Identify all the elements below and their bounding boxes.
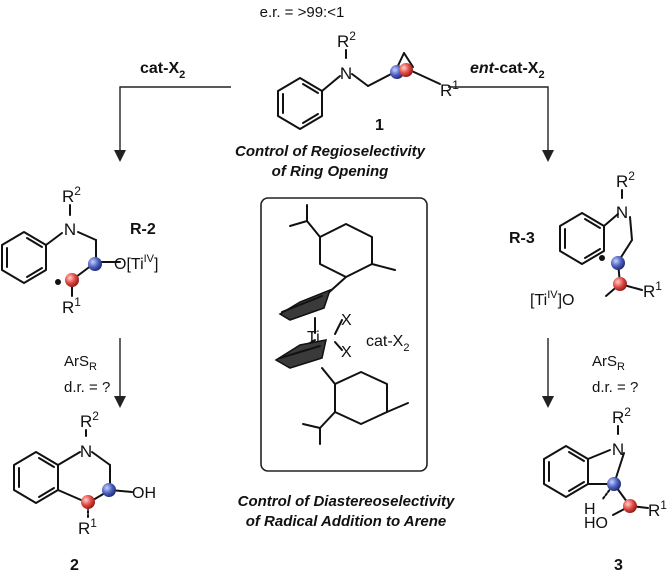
intermediate-left-label: R-2: [130, 221, 156, 238]
compound-3-h: H: [584, 501, 596, 518]
reagent-right: ArSR: [592, 353, 625, 373]
compound-3-label: 3: [614, 557, 623, 574]
blue-stereocenter: [88, 257, 102, 271]
compound-2-r2: R2: [80, 409, 99, 431]
compound-3-n: N: [612, 440, 624, 459]
compound-3-ho: HO: [584, 515, 608, 532]
intermediate-left-r2: R2: [62, 184, 81, 206]
blue-stereocenter: [611, 256, 625, 270]
blue-stereocenter: [607, 477, 621, 491]
radical-dot: [599, 255, 605, 261]
intermediate-left-r1: R1: [62, 295, 81, 317]
compound-1-r2: R2: [337, 29, 356, 51]
red-stereocenter: [399, 63, 413, 77]
catalyst-box: [260, 197, 428, 472]
compound-3-structure: [543, 425, 649, 516]
red-stereocenter: [65, 273, 79, 287]
compound-1-r1: R1: [440, 78, 459, 100]
compound-1-n: N: [340, 64, 352, 83]
cat-left-label: cat-X2: [140, 60, 185, 81]
intermediate-right-n: N: [616, 203, 628, 222]
compound-2-label: 2: [70, 557, 79, 574]
er-label: e.r. = >99:<1: [260, 4, 345, 21]
compound-2-oh: OH: [132, 485, 156, 502]
dr-left: d.r. = ?: [64, 379, 110, 396]
arrow-left-bottom: [114, 338, 126, 408]
arrow-right-bottom: [542, 338, 554, 408]
catalyst-ti: Ti: [307, 329, 320, 346]
diastereo-line1: Control of Diastereoselectivity: [238, 493, 455, 510]
arrow-right-top: [448, 86, 554, 162]
catalyst-structure: [274, 204, 409, 445]
catalyst-label: cat-X2: [366, 333, 409, 354]
arrow-left-top: [114, 86, 231, 162]
dr-right: d.r. = ?: [592, 379, 638, 396]
intermediate-left-oti: O[TiIV]: [114, 253, 158, 273]
intermediate-right-r2: R2: [616, 169, 635, 191]
intermediate-right-label: R-3: [509, 230, 535, 247]
compound-2-n: N: [80, 442, 92, 461]
regio-line2: of Ring Opening: [272, 163, 389, 180]
intermediate-left-structure: [1, 204, 121, 297]
cat-right-label: ent-cat-X2: [470, 60, 545, 81]
compound-1-label: 1: [375, 117, 384, 134]
red-stereocenter: [613, 277, 627, 291]
red-stereocenter: [81, 495, 95, 509]
reagent-left: ArSR: [64, 353, 97, 373]
intermediate-left-n: N: [64, 220, 76, 239]
radical-dot: [55, 279, 61, 285]
compound-2-structure: [13, 429, 133, 518]
compound-3-r2: R2: [612, 405, 631, 427]
intermediate-right-r1: R1: [643, 279, 662, 301]
diastereo-line2: of Radical Addition to Arene: [246, 513, 447, 530]
catalyst-x-bottom: X: [341, 344, 352, 361]
blue-stereocenter: [102, 483, 116, 497]
compound-2-r1: R1: [78, 516, 97, 538]
intermediate-right-tio: [TiIV]O: [530, 289, 574, 309]
compound-1-structure: [277, 49, 441, 130]
compound-3-r1: R1: [648, 498, 667, 520]
red-stereocenter: [623, 499, 637, 513]
intermediate-right-structure: [559, 189, 643, 297]
regio-line1: Control of Regioselectivity: [235, 143, 426, 160]
catalyst-x-top: X: [341, 312, 352, 329]
